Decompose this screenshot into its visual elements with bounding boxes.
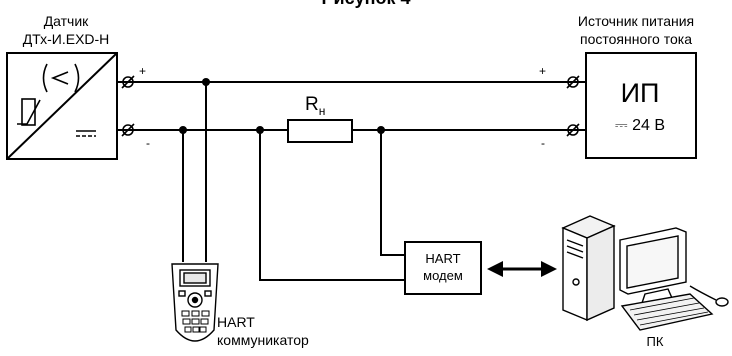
data-link-arrow: [487, 261, 557, 277]
communicator-label: HART коммуникатор: [217, 313, 309, 349]
power-supply-label-line2: постоянного тока: [580, 31, 692, 47]
modem-wire-right: [380, 130, 405, 256]
terminals: [121, 75, 580, 137]
power-supply-abbr: ИП: [620, 78, 660, 108]
pc-label: ПК: [646, 334, 664, 349]
modem-wire-left: [259, 130, 405, 281]
modem-box: [404, 241, 482, 295]
sensor-label-line2: ДТх-И.EXD-Н: [22, 31, 110, 47]
modem-label: HART модем: [423, 250, 463, 284]
psu-minus-sign: -: [541, 136, 545, 150]
hart-communicator-icon: [171, 263, 219, 342]
resistor-label: Rн: [305, 94, 325, 118]
communicator-label-line1: HART: [217, 314, 255, 330]
sensor-diagonal: [6, 52, 118, 160]
resistor-subscript: н: [318, 103, 326, 118]
thermoresistor-symbol: [21, 98, 36, 126]
sensor-label: Датчик ДТх-И.EXD-Н: [23, 12, 110, 48]
power-supply-voltage: ⎓ 24 В: [614, 117, 666, 134]
psu-plus-sign: +: [539, 64, 547, 78]
psu-box: [585, 52, 697, 159]
figure-title: Рисунок 4: [322, 0, 411, 9]
pc-icon: [561, 215, 729, 331]
modem-label-line2: модем: [423, 268, 463, 283]
power-supply-label: Источник питания постоянного тока: [578, 12, 694, 48]
resistor-symbol: R: [305, 94, 319, 115]
sensor-label-line1: Датчик: [43, 13, 89, 29]
power-supply-label-line1: Источник питания: [577, 13, 695, 29]
junction-dots: [179, 78, 385, 134]
communicator-label-line2: коммуникатор: [217, 332, 309, 348]
modem-label-line1: HART: [425, 251, 461, 266]
resistor-body: [287, 119, 353, 143]
sensor-analog-symbol: [42, 63, 80, 93]
thermoresistor-slash: [17, 99, 41, 125]
sensor-minus-sign: -: [146, 136, 150, 150]
sensor-plus-sign: +: [139, 64, 147, 78]
